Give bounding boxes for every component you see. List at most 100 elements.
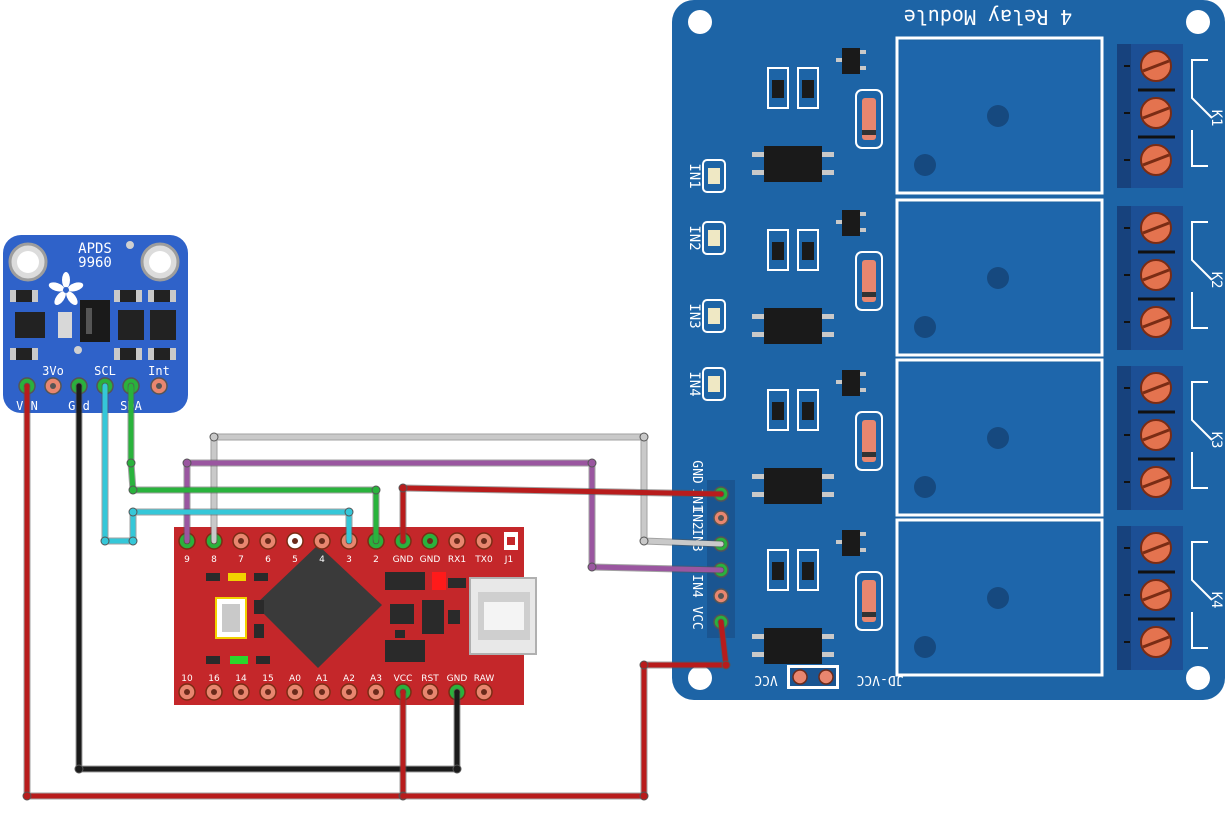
resistor-icon xyxy=(802,402,814,420)
terminal-edge xyxy=(1117,44,1131,188)
mcu-pin-label: 7 xyxy=(238,555,244,565)
relay-contact-icon xyxy=(1191,452,1208,489)
wire-cyan-scl-bend xyxy=(128,536,138,546)
relay-contact-icon xyxy=(1191,292,1208,329)
relay-dot xyxy=(914,636,936,658)
wire-gray-in2-bend xyxy=(209,432,219,442)
diode-outline xyxy=(855,571,883,631)
mcu-pin-label: RST xyxy=(421,674,439,684)
mcu-pin-hole xyxy=(319,689,325,695)
mcu-pin-label: A0 xyxy=(289,674,301,684)
sensor-components xyxy=(10,290,176,360)
screw-slot xyxy=(1142,106,1170,120)
screw-slot xyxy=(1142,221,1170,235)
screw-slot xyxy=(1142,428,1170,442)
terminal-edge xyxy=(1117,206,1131,350)
optocoupler-leg xyxy=(752,474,764,479)
optocoupler-leg xyxy=(752,634,764,639)
wire-gray-in2-bend xyxy=(639,536,649,546)
screw-slot xyxy=(1142,475,1170,489)
mcu-pin-hole xyxy=(346,689,352,695)
wire-black-gnd-bend xyxy=(452,764,462,774)
header-label: VCC xyxy=(689,606,704,629)
mcu-pin-hole xyxy=(238,689,244,695)
sensor-via xyxy=(74,346,82,354)
wire-red-vcc-bend xyxy=(639,791,649,801)
transistor-leg xyxy=(860,372,866,376)
input-led-icon xyxy=(708,376,720,392)
optocoupler-leg xyxy=(822,314,834,319)
sensor-mount-hole-inner xyxy=(149,251,171,273)
led-label: IN4 xyxy=(686,371,702,396)
mcu-pin-hole xyxy=(319,538,325,544)
relay-dot xyxy=(987,105,1009,127)
sensor-pin-label: SCL xyxy=(94,364,116,378)
sensor-via xyxy=(126,241,134,249)
optocoupler-leg xyxy=(822,152,834,157)
transistor-leg xyxy=(836,58,842,62)
led-green xyxy=(230,656,248,664)
relay-mount-hole xyxy=(688,666,712,690)
mcu-pin-hole xyxy=(481,689,487,695)
diode-outline xyxy=(855,411,883,471)
mcu-pin-label: RAW xyxy=(474,674,495,684)
relay-outline xyxy=(895,198,1104,357)
sensor-pin-label: Int xyxy=(148,364,170,378)
mcu-pin-hole xyxy=(427,538,433,544)
resistor-outline xyxy=(767,389,789,431)
wires xyxy=(22,382,731,801)
led-yellow xyxy=(228,573,246,581)
wire-gray-in2-bend xyxy=(639,432,649,442)
optocoupler-leg xyxy=(752,152,764,157)
resistor-icon xyxy=(772,80,784,98)
resistor-icon xyxy=(772,242,784,260)
jumper-pin xyxy=(818,669,834,685)
header-pin-hole xyxy=(718,515,724,521)
transistor-leg xyxy=(836,220,842,224)
diode-band xyxy=(862,130,876,135)
mcu-chip xyxy=(255,545,382,668)
screw-slot xyxy=(1142,315,1170,329)
optocoupler-leg xyxy=(822,652,834,657)
relay-outline xyxy=(895,358,1104,517)
resistor-outline xyxy=(797,549,819,591)
screw-slot xyxy=(1142,268,1170,282)
relay-contact-icon xyxy=(1191,612,1208,649)
flower-logo-icon xyxy=(48,272,84,305)
mcu-pin-hole xyxy=(454,538,460,544)
transistor-leg xyxy=(860,50,866,54)
relay-title: 4 Relay Module xyxy=(904,5,1073,29)
usb-connector-icon xyxy=(469,577,537,655)
resistor-icon xyxy=(802,80,814,98)
transistor-leg xyxy=(836,380,842,384)
relay-contact-icon xyxy=(1191,221,1213,281)
transistor-leg xyxy=(860,532,866,536)
screw-slot xyxy=(1142,59,1170,73)
relay-label: K1 xyxy=(1208,110,1224,127)
vcc-jumper: VCC JD-VCC xyxy=(754,665,903,689)
mcu-pin-label: 9 xyxy=(184,555,190,565)
mcu-pin-label: 3 xyxy=(346,555,352,565)
transistor-leg xyxy=(860,212,866,216)
transistor-leg xyxy=(836,540,842,544)
wire-purple-in4-bend xyxy=(587,458,597,468)
screw-slot xyxy=(1142,381,1170,395)
diode-band xyxy=(862,612,876,617)
relay-dot xyxy=(914,476,936,498)
resistor-outline xyxy=(797,229,819,271)
optocoupler-leg xyxy=(752,332,764,337)
jumper-label-jdvcc: JD-VCC xyxy=(857,672,904,687)
mcu-pin-label: GND xyxy=(447,674,468,684)
sensor-chip xyxy=(80,300,110,342)
transistor-leg xyxy=(860,388,866,392)
screw-slot xyxy=(1142,541,1170,555)
mcu-pin-label: 8 xyxy=(211,555,217,565)
led-outline xyxy=(702,367,726,401)
header-label: IN2 xyxy=(689,506,704,529)
resistor-outline xyxy=(767,229,789,271)
